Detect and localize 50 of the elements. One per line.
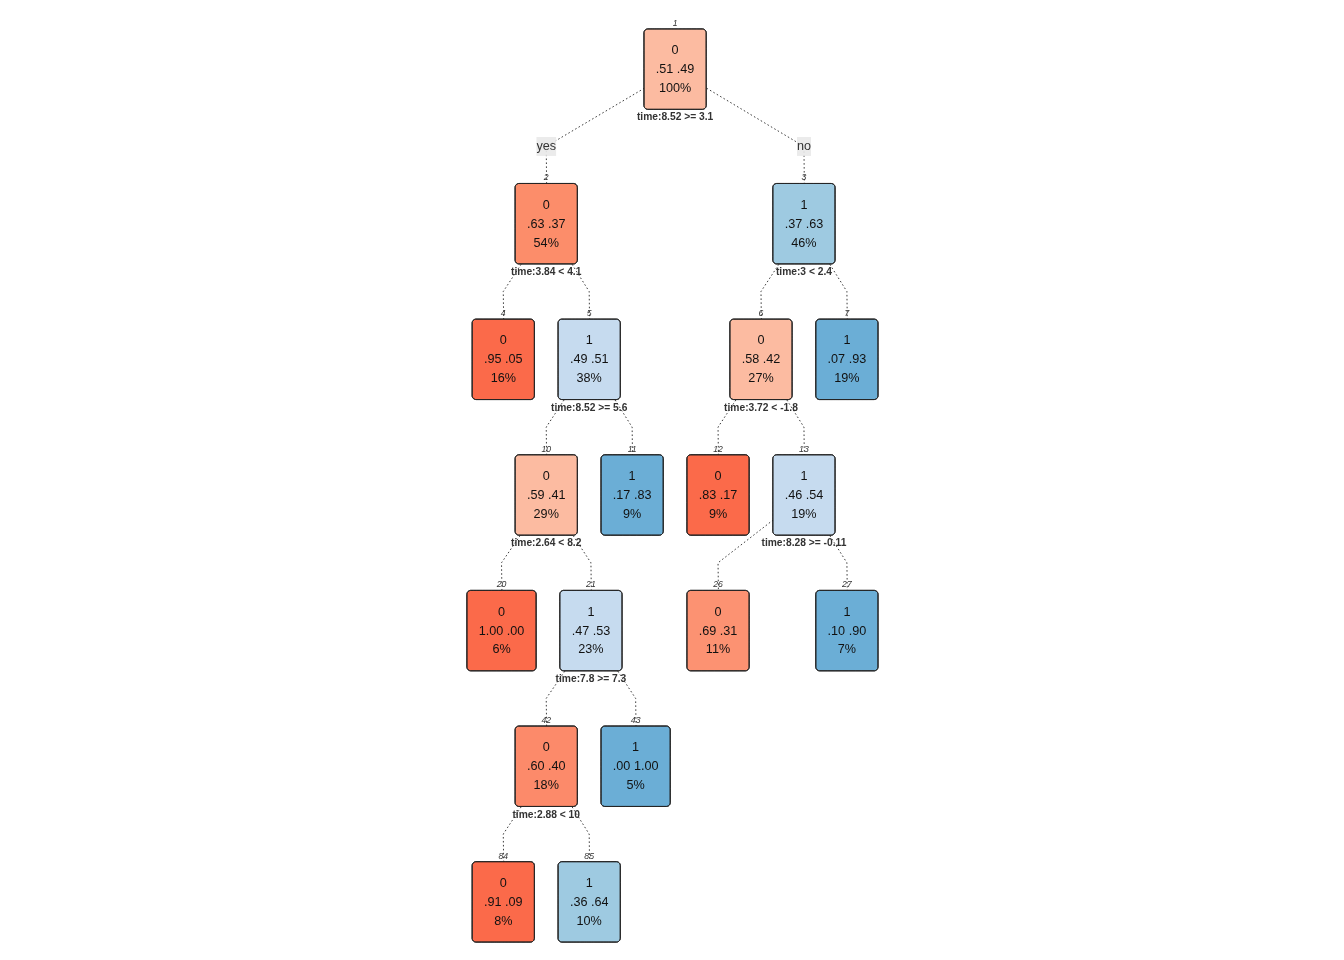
tree-node: 0 .63 .37 54% <box>514 183 578 265</box>
node-number: 7 <box>844 307 849 318</box>
node-number: 5 <box>586 307 592 318</box>
split-condition: time:8.28 >= -0.11 <box>761 537 846 549</box>
connector <box>717 519 774 592</box>
split-condition: time:8.52 >= 5.6 <box>550 401 627 413</box>
node-number: 10 <box>540 443 551 454</box>
node-number: 26 <box>712 579 723 590</box>
tree-node: 0 1.00 .00 6% <box>466 590 537 672</box>
split-condition: time:2.64 < 8.2 <box>510 537 581 549</box>
split-condition: time:7.8 >= 7.3 <box>555 672 626 684</box>
split-condition: time:3.72 < -1.8 <box>723 401 798 413</box>
tree-node: 0 .69 .31 11% <box>686 590 750 672</box>
node-number: 84 <box>498 850 508 861</box>
tree-node: 1 .00 1.00 5% <box>600 725 671 807</box>
tree-node: 1 .37 .63 46% <box>771 183 835 265</box>
node-number: 20 <box>496 579 506 590</box>
tree-node: 1 .46 .54 19% <box>771 454 835 536</box>
node-number: 42 <box>540 714 551 725</box>
split-condition: time:2.88 < 10 <box>512 808 580 820</box>
node-number: 12 <box>712 443 723 454</box>
split-condition: time:8.52 >= 3.1 <box>636 111 713 123</box>
tree-node: 0 .51 .49 100% <box>643 28 707 110</box>
node-number: 1 <box>672 17 678 28</box>
tree-node: 0 .60 .40 18% <box>514 725 578 807</box>
node-number: 6 <box>758 307 763 318</box>
node-number: 2 <box>543 172 549 183</box>
tree-node: 0 .91 .09 8% <box>471 861 535 943</box>
edge-label: no <box>796 139 811 153</box>
split-condition: time:3.84 < 4.1 <box>510 265 581 277</box>
tree-node: 0 .95 .05 16% <box>471 318 535 400</box>
node-number: 11 <box>627 443 637 454</box>
tree-node: 0 .58 .42 27% <box>729 318 793 400</box>
node-number: 4 <box>500 307 506 318</box>
tree-node: 1 .10 .90 7% <box>814 590 878 672</box>
tree-node: 1 .49 .51 38% <box>557 318 621 400</box>
node-number: 27 <box>841 579 852 590</box>
edge-label: yes <box>535 139 556 153</box>
node-number: 85 <box>583 850 594 861</box>
split-condition: time:3 < 2.4 <box>775 265 832 277</box>
node-number: 43 <box>630 714 640 725</box>
node-number: 3 <box>801 172 806 183</box>
tree-node: 1 .17 .83 9% <box>600 454 664 536</box>
tree-node: 1 .47 .53 23% <box>558 590 622 672</box>
tree-node: 1 .07 .93 19% <box>814 318 878 400</box>
node-number: 13 <box>798 443 809 454</box>
tree-node: 1 .36 .64 10% <box>557 861 621 943</box>
tree-node: 0 .83 .17 9% <box>686 454 750 536</box>
node-number: 21 <box>585 579 596 590</box>
tree-node: 0 .59 .41 29% <box>514 454 578 536</box>
